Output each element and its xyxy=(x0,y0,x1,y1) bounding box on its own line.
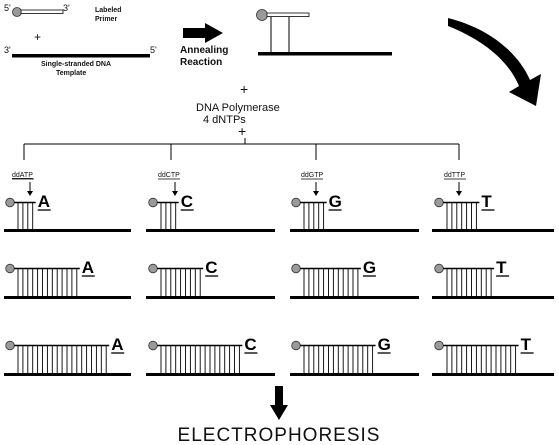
terminal-base-g: G xyxy=(329,192,342,211)
terminal-base-c: C xyxy=(244,335,256,354)
template-strand xyxy=(432,373,554,376)
mix-plus-top: + xyxy=(240,81,248,97)
template-strand xyxy=(4,229,131,232)
template-strand xyxy=(290,373,419,376)
terminal-base-a: A xyxy=(111,335,123,354)
terminal-base-c: C xyxy=(205,258,217,277)
annealing-arrow-icon xyxy=(183,23,223,43)
mix-line2: 4 dNTPs xyxy=(203,114,246,126)
fragment-2-a: A xyxy=(4,258,131,299)
mix-plus-bottom: + xyxy=(238,123,246,139)
fragment-2-c: C xyxy=(146,258,275,299)
fragment-1-a: A xyxy=(4,192,131,232)
label-dot-icon xyxy=(434,197,444,208)
label-dot-icon xyxy=(148,197,158,208)
label-dot-icon xyxy=(434,263,444,274)
label-dot-icon xyxy=(5,263,15,274)
label-dot-icon xyxy=(291,340,301,351)
label-dot-icon xyxy=(291,197,301,208)
template-strand xyxy=(4,373,131,376)
template-strand xyxy=(290,296,419,299)
label-dot-icon xyxy=(148,340,158,351)
primer-strand xyxy=(20,9,64,14)
template-strand xyxy=(432,296,554,299)
template-label-line2: Template xyxy=(56,70,86,77)
fragment-3-g: G xyxy=(290,335,419,376)
lane-g-arrow-icon xyxy=(313,191,319,196)
branch-lines xyxy=(23,138,460,160)
template-strand xyxy=(290,229,419,232)
annealed-template-strand xyxy=(258,52,392,56)
single-stranded-template: 3' 5' Single-stranded DNA Template xyxy=(4,45,157,77)
terminal-base-g: G xyxy=(378,335,391,354)
label-dot-icon xyxy=(5,197,15,208)
label-dot-icon xyxy=(5,340,15,351)
template-label-line1: Single-stranded DNA xyxy=(41,61,111,68)
primer-three-prime: 3' xyxy=(63,3,70,13)
terminal-base-t: T xyxy=(521,335,532,354)
fragment-1-c: C xyxy=(146,192,275,232)
label-dot-icon xyxy=(291,263,301,274)
fragment-3-c: C xyxy=(146,335,275,376)
electrophoresis-title: ELECTROPHORESIS xyxy=(178,425,381,445)
lane-headers: ddATP ddCTP ddGTP ddTTP xyxy=(12,172,466,196)
curved-arrow-icon xyxy=(448,18,541,106)
terminal-base-t: T xyxy=(481,192,492,211)
terminal-base-g: G xyxy=(363,258,376,277)
lane-t-arrow-icon xyxy=(456,191,462,196)
label-dot-icon xyxy=(148,263,158,274)
lane-ddgtp-label: ddGTP xyxy=(301,172,324,179)
fragment-3-t: T xyxy=(432,335,554,376)
label-dot-icon xyxy=(434,340,444,351)
template-three-prime: 3' xyxy=(4,45,11,55)
template-strand xyxy=(146,296,275,299)
annealing-label-line1: Annealing xyxy=(180,45,228,56)
mix-line1: DNA Polymerase xyxy=(196,102,280,114)
template-five-prime: 5' xyxy=(150,45,157,55)
template-strand xyxy=(146,229,275,232)
lane-a-arrow-icon xyxy=(27,191,33,196)
fragment-1-t: T xyxy=(432,192,554,232)
template-strand xyxy=(12,54,150,58)
terminal-base-a: A xyxy=(38,192,50,211)
fragment-3-a: A xyxy=(4,335,131,376)
primer-label-dot-icon xyxy=(12,7,22,17)
fragment-2-g: G xyxy=(290,258,419,299)
primer-plus-sign: + xyxy=(34,30,41,44)
primer-label-line2: Primer xyxy=(95,16,117,23)
fragment-grid: A C G T A C G T A C G T xyxy=(4,192,554,376)
terminal-base-c: C xyxy=(181,192,193,211)
fragment-2-t: T xyxy=(432,258,554,299)
annealed-label-dot-icon xyxy=(256,9,268,21)
primer-label-line1: Labeled xyxy=(95,7,121,14)
template-strand xyxy=(4,296,131,299)
fragment-1-g: G xyxy=(290,192,419,232)
lane-ddctp-label: ddCTP xyxy=(158,172,180,179)
lane-ddttp-label: ddTTP xyxy=(444,172,465,179)
template-strand xyxy=(146,373,275,376)
template-strand xyxy=(432,229,554,232)
annealed-primer-strand xyxy=(266,12,310,17)
lane-ddatp-label: ddATP xyxy=(12,172,33,179)
down-arrow-icon xyxy=(270,386,288,420)
lane-c-arrow-icon xyxy=(172,191,178,196)
terminal-base-a: A xyxy=(82,258,94,277)
primer-five-prime: 5' xyxy=(4,3,11,13)
annealed-primer-template xyxy=(256,9,392,56)
labeled-primer: 5' 3' Labeled Primer xyxy=(4,3,121,23)
terminal-base-t: T xyxy=(496,258,507,277)
annealing-label-line2: Reaction xyxy=(180,57,222,68)
